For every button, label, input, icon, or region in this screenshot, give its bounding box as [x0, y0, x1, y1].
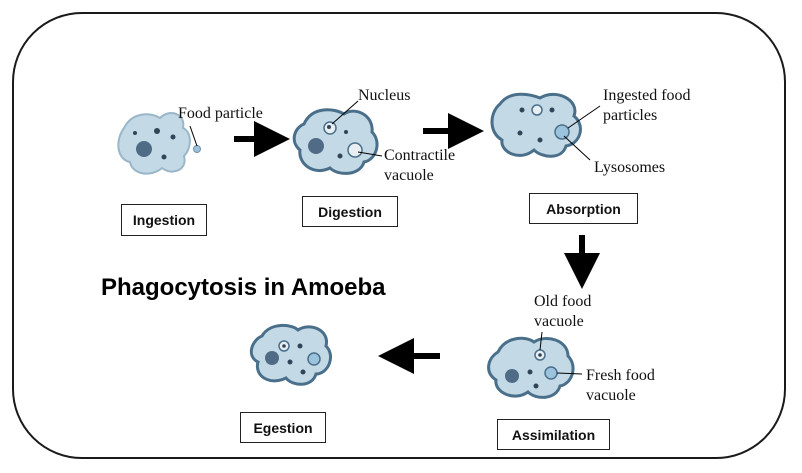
lysosomes-pointer	[563, 135, 591, 161]
old-food-label-line1: Old food	[534, 293, 592, 310]
food-particle-icon	[193, 145, 201, 153]
nucleus-pointer	[331, 100, 359, 125]
stage-box-assimilation: Assimilation	[497, 419, 610, 450]
food-particle-pointer	[189, 125, 198, 147]
stage-box-absorption: Absorption	[529, 193, 638, 224]
contractile-label-line1: Contractile	[384, 147, 456, 164]
fresh-food-vacuole-pointer	[556, 372, 583, 375]
lysosomes-label: Lysosomes	[594, 159, 666, 176]
amoeba-absorption-icon	[490, 92, 582, 158]
fresh-food-label-line1: Fresh food	[586, 367, 655, 384]
amoeba-egestion-icon	[249, 324, 332, 386]
contractile-vacuole-pointer	[357, 151, 383, 157]
amoeba-ingestion-icon	[117, 112, 191, 175]
stage-box-digestion: Digestion	[302, 196, 398, 227]
ingested-label-line1: Ingested food	[603, 87, 691, 104]
old-food-label-line2: vacuole	[534, 313, 584, 330]
old-food-vacuole-pointer	[539, 331, 543, 351]
stage-box-ingestion: Ingestion	[121, 204, 207, 236]
contractile-label-line2: vacuole	[384, 167, 434, 184]
fresh-food-label-line2: vacuole	[586, 387, 636, 404]
rounded-border-frame	[12, 12, 786, 459]
ingested-label-line2: particles	[603, 107, 658, 124]
nucleus-label: Nucleus	[358, 87, 411, 104]
amoeba-digestion-icon	[292, 108, 379, 175]
stage-box-egestion: Egestion	[240, 412, 326, 443]
amoeba-assimilation-icon	[487, 336, 575, 399]
diagram-title: Phagocytosis in Amoeba	[101, 274, 386, 301]
food-particle-label: Food particle	[178, 105, 263, 122]
ingested-food-pointer	[567, 105, 601, 129]
